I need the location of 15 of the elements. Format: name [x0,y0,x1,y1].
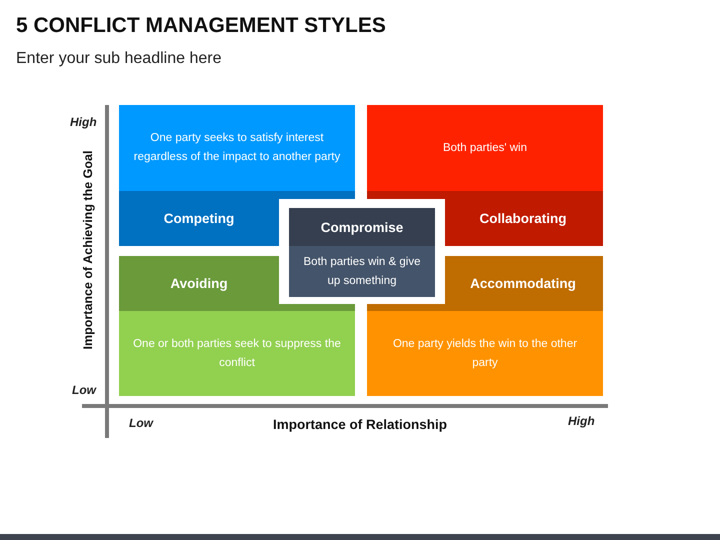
axis-tick-label: Low [72,383,96,397]
title: 5 CONFLICT MANAGEMENT STYLES [16,14,386,38]
description-text: One party yields the win to the other party [367,311,603,396]
axis-tick-label: High [568,414,595,428]
subtitle: Enter your sub headline here [16,50,222,68]
axis-tick-label: Low [129,416,153,430]
description-text: One or both parties seek to suppress the conflict [119,311,355,396]
style-heading: Compromise [289,208,435,246]
axis-title: Importance of Relationship [272,417,448,432]
description-text: Both parties' win [367,105,603,191]
description-text: Both parties win & give up something [289,246,435,297]
axis-title: Importance of Achieving the Goal [81,150,95,350]
axis-tick-label: High [70,115,97,129]
description-text: One party seeks to satisfy interest regardless of the impact to another party [119,105,355,191]
central-card [279,199,445,304]
